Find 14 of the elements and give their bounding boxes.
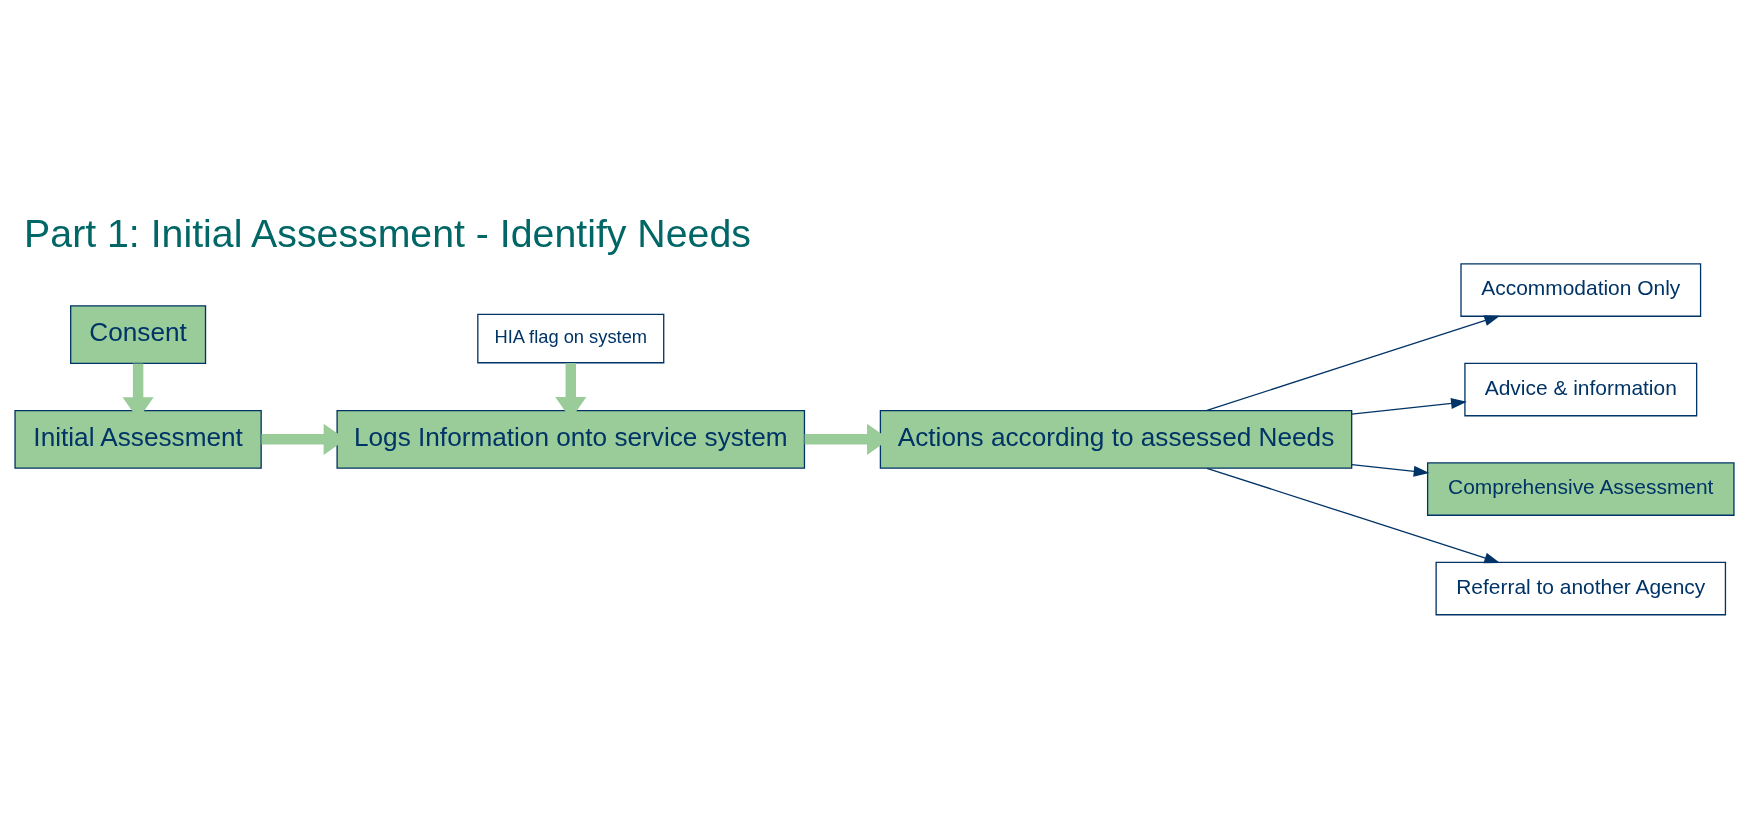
node-box: Initial Assessment bbox=[14, 409, 262, 469]
node-box: HIA flag on system bbox=[477, 313, 665, 364]
node-box: Referral to another Agency bbox=[1435, 561, 1727, 616]
node-box: Advice & information bbox=[1464, 362, 1698, 417]
diagram-title: Part 1: Initial Assessment - Identify Needs bbox=[24, 210, 751, 255]
node-box: Actions according to assessed Needs bbox=[879, 409, 1353, 469]
node-box: Logs Information onto service system bbox=[336, 409, 806, 469]
arrow bbox=[1351, 463, 1430, 477]
arrow bbox=[1206, 467, 1501, 564]
arrow bbox=[1206, 315, 1501, 412]
node-box: Consent bbox=[70, 305, 207, 365]
arrow bbox=[1351, 397, 1467, 415]
node-box: Accommodation Only bbox=[1460, 263, 1702, 317]
node-box: Comprehensive Assessment bbox=[1426, 462, 1735, 516]
